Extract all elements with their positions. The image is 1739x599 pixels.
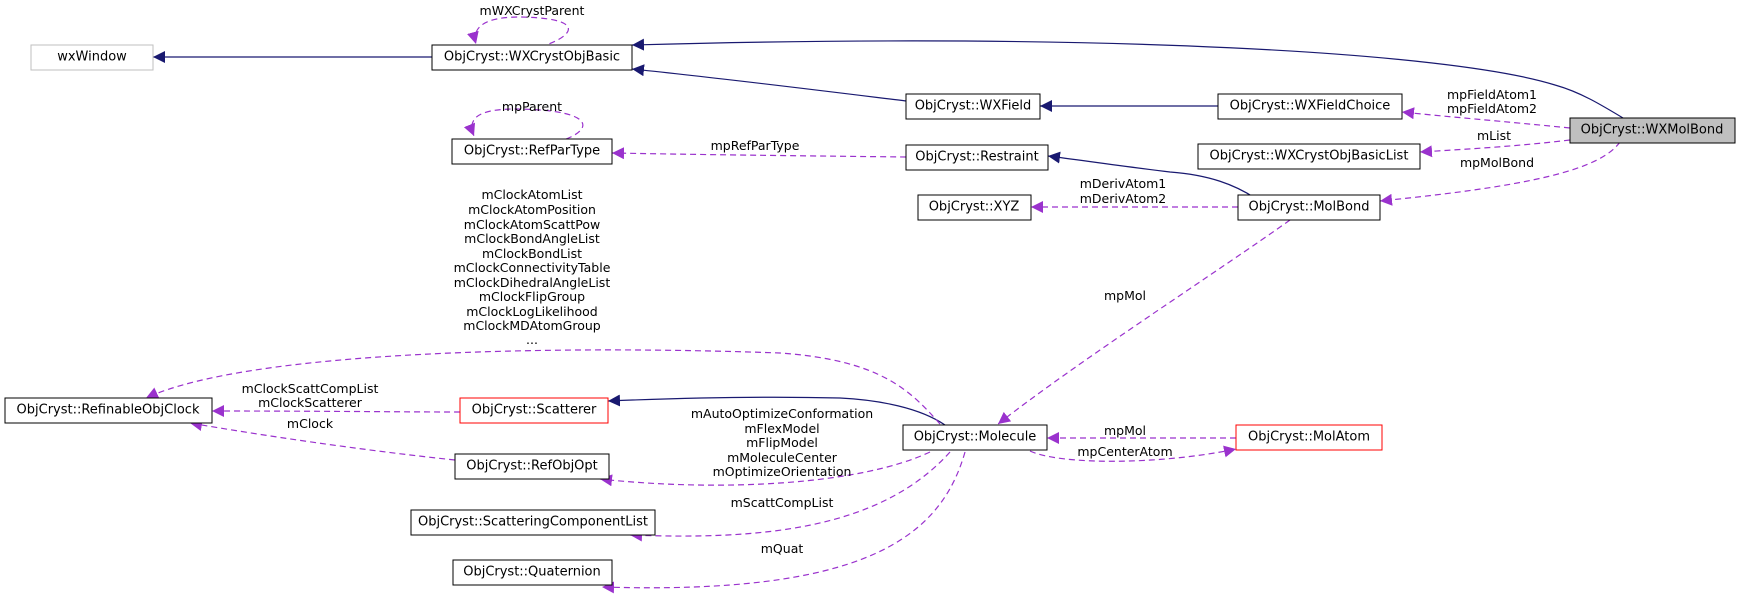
node-molatom[interactable]: ObjCryst::MolAtom (1235, 424, 1383, 451)
node-label: ObjCryst::WXFieldChoice (1230, 99, 1391, 114)
node-wxcrystobjbasic[interactable]: ObjCryst::WXCrystObjBasic (431, 44, 633, 71)
node-wxfieldchoice[interactable]: ObjCryst::WXFieldChoice (1217, 93, 1403, 120)
node-label: ObjCryst::RefParType (464, 144, 600, 159)
edge-molecule-to-scatterer (607, 394, 946, 426)
label-opt-item: mOptimizeOrientation (713, 464, 852, 479)
label-mpmol-atom: mpMol (1104, 423, 1146, 438)
edge-restraint-to-refpartype (611, 147, 907, 160)
edge-molecule-to-refobjopt (599, 451, 931, 487)
label-opt-item: mFlipModel (746, 435, 818, 450)
node-wxfield[interactable]: ObjCryst::WXField (905, 93, 1041, 120)
edge-wxmolbond-to-wxcrystobjbasic (631, 38, 1629, 122)
label-mclock-item: mClockMDAtomGroup (463, 318, 601, 333)
node-xyz[interactable]: ObjCryst::XYZ (917, 194, 1032, 221)
edge-molecule-to-refinableobjclock-list (145, 349, 941, 425)
label-mscattcomplist: mScattCompList (731, 495, 834, 510)
label-mderivatom-1: mDerivAtom1 (1080, 176, 1167, 191)
label-mclock-item: mClockLogLikelihood (466, 304, 597, 319)
inheritance-edges (153, 38, 1629, 426)
label-opt-item: mMoleculeCenter (727, 450, 838, 465)
node-label: ObjCryst::MolBond (1249, 200, 1370, 215)
node-label: ObjCryst::MolAtom (1248, 430, 1370, 445)
label-mclock-item: mClockDihedralAngleList (454, 275, 611, 290)
edge-wxmolbond-to-wxcrystobjbasiclist (1419, 139, 1571, 158)
edge-mpparent-loop (463, 108, 584, 140)
edge-wxmolbond-to-wxfieldchoice (1401, 107, 1571, 129)
node-wxmolbond[interactable]: ObjCryst::WXMolBond (1569, 117, 1736, 144)
node-scatterer[interactable]: ObjCryst::Scatterer (459, 397, 609, 424)
label-mclock: mClock (287, 416, 334, 431)
edge-wxfield-to-wxcrystobjbasic (631, 64, 907, 102)
edge-mwxcrystparent-loop (467, 16, 569, 48)
label-opt-item: mAutoOptimizeConformation (691, 406, 873, 421)
label-mwxcrystparent: mWXCrystParent (480, 3, 585, 18)
label-opt-item: mFlexModel (744, 421, 819, 436)
edge-scatterer-to-refinableobjclock (211, 405, 461, 418)
label-mclock-item: mClockBondAngleList (464, 231, 600, 246)
node-restraint[interactable]: ObjCryst::Restraint (905, 144, 1049, 171)
node-molecule[interactable]: ObjCryst::Molecule (902, 424, 1048, 451)
node-label: ObjCryst::Quaternion (463, 565, 601, 580)
label-mclockscatt-1: mClockScattCompList (242, 381, 379, 396)
label-mclock-list: mClockAtomList mClockAtomPosition mClock… (454, 187, 611, 347)
edge-molbond-to-restraint (1047, 151, 1256, 199)
node-label: ObjCryst::WXMolBond (1581, 123, 1724, 138)
label-mclock-item: ... (526, 332, 538, 347)
node-label: ObjCryst::Scatterer (472, 403, 597, 418)
node-wxwindow[interactable]: wxWindow (30, 44, 154, 71)
nodes: wxWindow ObjCryst::WXCrystObjBasic ObjCr… (4, 44, 1736, 586)
node-label: wxWindow (57, 50, 127, 65)
node-label: ObjCryst::XYZ (929, 200, 1020, 215)
label-mclock-item: mClockFlipGroup (479, 289, 585, 304)
label-mlist: mList (1477, 128, 1511, 143)
node-scatteringcomponentlist[interactable]: ObjCryst::ScatteringComponentList (410, 509, 656, 536)
node-label: ObjCryst::Restraint (915, 150, 1038, 165)
edge-refobjopt-to-refinableobjclock (189, 419, 456, 461)
node-wxcrystobjbasiclist[interactable]: ObjCryst::WXCrystObjBasicList (1197, 143, 1421, 170)
label-mquat: mQuat (761, 541, 804, 556)
label-mclock-item: mClockBondList (482, 246, 582, 261)
node-quaternion[interactable]: ObjCryst::Quaternion (452, 559, 613, 586)
edge-molecule-to-molatom (1029, 445, 1237, 462)
label-mclock-item: mClockAtomList (481, 187, 582, 202)
label-mpmol-bond: mpMol (1104, 288, 1146, 303)
label-mpfieldatom-1: mpFieldAtom1 (1447, 87, 1537, 102)
label-mpfieldatom-2: mpFieldAtom2 (1447, 101, 1537, 116)
edge-molbond-to-molecule (997, 219, 1291, 425)
label-mclock-item: mClockAtomScattPow (464, 217, 600, 232)
usage-edges (145, 16, 1621, 594)
label-molecule-opts: mAutoOptimizeConformation mFlexModel mFl… (691, 406, 873, 479)
node-label: ObjCryst::ScatteringComponentList (418, 515, 648, 530)
node-label: ObjCryst::WXField (915, 99, 1032, 114)
node-label: ObjCryst::WXCrystObjBasic (444, 50, 620, 65)
node-refinableobjclock[interactable]: ObjCryst::RefinableObjClock (4, 397, 213, 424)
edge-molecule-to-quaternion (601, 451, 966, 594)
label-mclock-item: mClockConnectivityTable (454, 260, 611, 275)
label-mderivatom-2: mDerivAtom2 (1080, 191, 1167, 206)
node-label: ObjCryst::WXCrystObjBasicList (1210, 149, 1409, 164)
label-mclock-item: mClockAtomPosition (468, 202, 596, 217)
node-label: ObjCryst::RefObjOpt (466, 459, 598, 474)
label-mpparent: mpParent (502, 99, 562, 114)
node-refobjopt[interactable]: ObjCryst::RefObjOpt (454, 453, 610, 480)
node-label: ObjCryst::Molecule (914, 430, 1037, 445)
edge-labels: mWXCrystParent mpParent mpRefParType mpF… (242, 3, 1537, 556)
node-molbond[interactable]: ObjCryst::MolBond (1237, 194, 1381, 221)
label-mpcenteratom: mpCenterAtom (1077, 444, 1172, 459)
edge-wxmolbond-to-molbond (1379, 141, 1621, 206)
edge-molecule-to-scatteringcomponentlist (629, 451, 951, 542)
node-label: ObjCryst::RefinableObjClock (17, 403, 200, 418)
label-mprefpartype: mpRefParType (711, 138, 800, 153)
node-refpartype[interactable]: ObjCryst::RefParType (451, 138, 613, 165)
label-mpmolbond: mpMolBond (1460, 155, 1534, 170)
label-mclockscatt-2: mClockScatterer (258, 395, 363, 410)
